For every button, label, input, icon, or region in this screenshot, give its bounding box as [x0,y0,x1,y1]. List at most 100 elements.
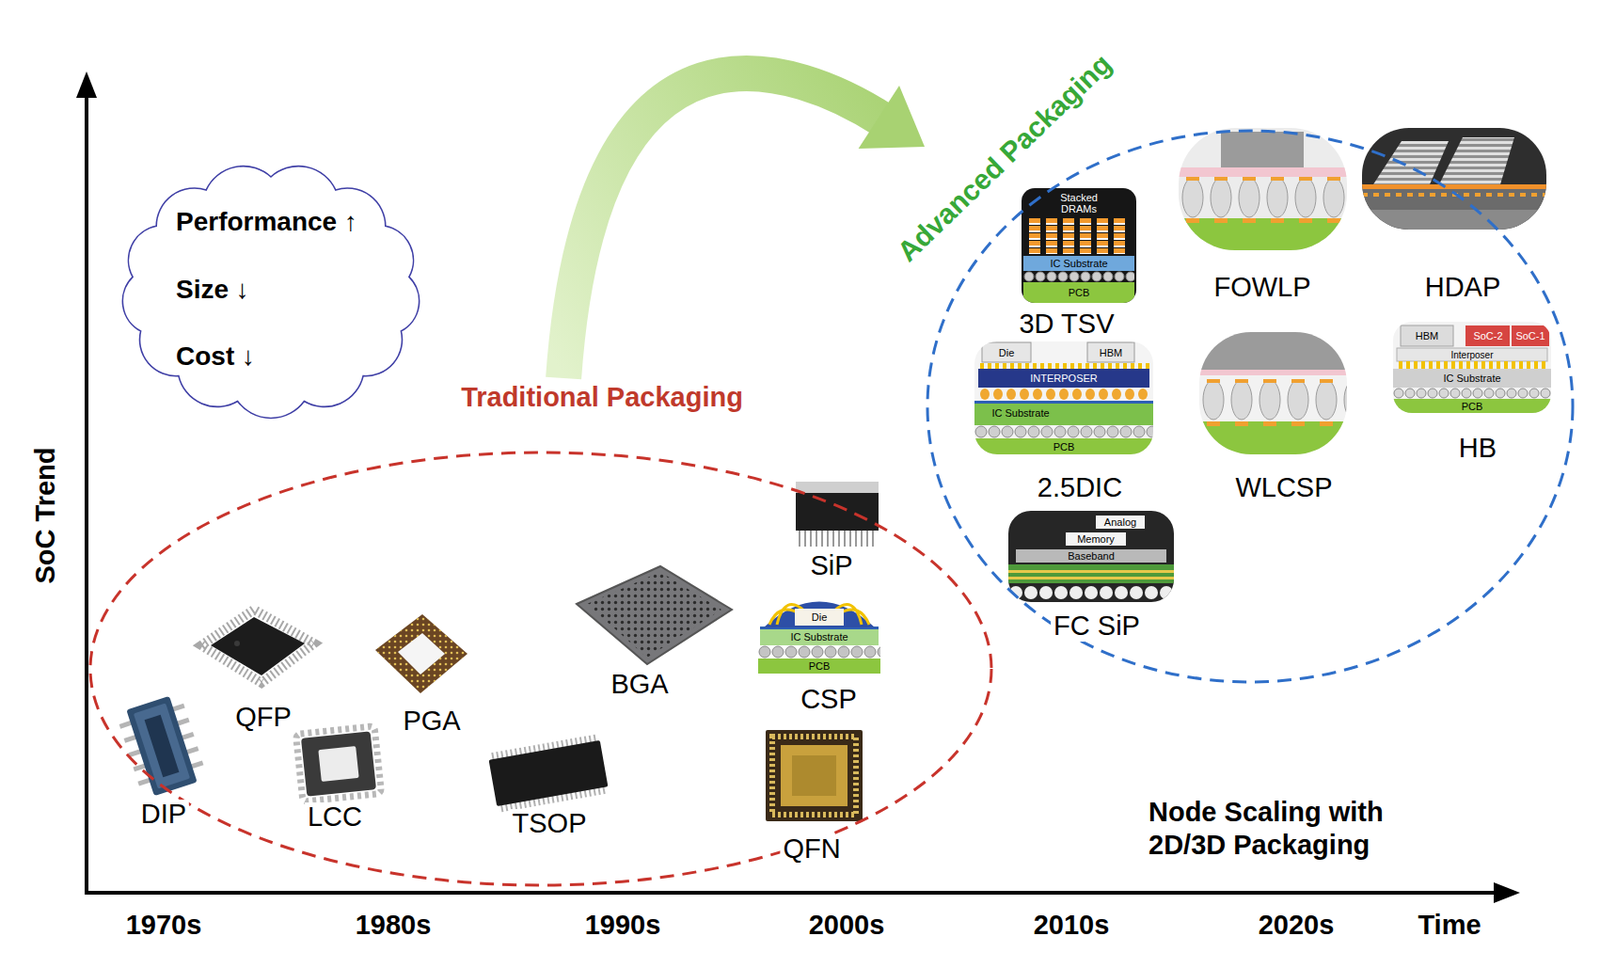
hdap-package-part [1439,137,1515,185]
fowlp-package-part [1178,176,1347,221]
fowlp-package-part [1220,131,1304,168]
pga-package-part [375,614,468,694]
fc-sip-package-part [1008,583,1174,602]
hb-package-part [1396,348,1548,362]
csp-package-part [760,628,879,646]
axis-title: SoC Trend [31,446,62,584]
axes [76,71,1521,903]
wlcsp-package-part [1199,332,1347,455]
axes-part [84,94,89,893]
hdap-package [1362,127,1547,230]
wlcsp-package [1199,332,1347,455]
traditional-region-text: Traditional Packaging [460,381,744,413]
qfp-package-part [210,617,305,676]
pga-package-part [375,614,468,694]
fc-sip-package-part [1015,549,1167,563]
wlcsp-package-part [1199,332,1347,370]
qfn-package-part [772,736,856,815]
goal-cloud-outline [112,158,429,424]
hb-package-part [1393,321,1552,413]
fowlp-package-part [1178,218,1347,223]
dip-package-part [126,696,197,796]
goal-cloud-text: Size ↓ [175,274,250,305]
arrow-head [858,85,925,149]
hb-package-part [1465,325,1510,347]
bga-package [576,566,732,665]
package-name: 3D TSV [1015,309,1117,340]
csp-package [758,601,881,675]
package-name: BGA [607,669,671,700]
sip-package [795,481,879,538]
package-name: LCC [304,802,365,833]
advanced-region-text: Advanced Packaging [890,47,1118,269]
csp-package-part [769,604,870,625]
sip-package-part [795,481,879,493]
part-label: IC Substrate [1442,372,1501,384]
package-name: QFN [779,834,843,865]
fc-sip-package-part [1008,570,1174,573]
hb-package-part [1511,325,1550,347]
region-outline [90,452,992,886]
dip-package-part [144,714,180,777]
lcc-package [295,726,381,802]
tsv-3d-package-part [1023,270,1135,283]
ic-2-5d-package-part [1087,342,1135,363]
tsop-package-part [489,740,609,807]
ic-2-5d-package-part [974,400,1154,404]
pga-package [375,614,468,694]
package-name: FOWLP [1210,272,1314,303]
package-name: HB [1456,433,1500,464]
arrow-body [563,73,886,379]
part-label: PCB [1461,400,1484,412]
hb-package-part [1396,361,1548,369]
goal-cloud-text: Cost ↓ [175,341,255,372]
fowlp-package-part [1178,167,1347,177]
package-name: HDAP [1422,272,1505,303]
pga-package-part [397,633,445,675]
package-name: FC SiP [1050,611,1143,642]
part-label: Stacked DRAMs [1050,191,1108,215]
qfn-package [765,729,863,822]
tsv-3d-package-part [1023,255,1135,271]
ic-2-5d-package-part [982,342,1031,363]
dip-package [115,692,208,800]
csp-package-part [763,601,875,629]
tsv-3d-package [1021,188,1137,303]
axis-tick-label: 2010s [1033,910,1110,941]
csp-package-part [758,645,881,659]
wlcsp-package-part [1199,421,1347,455]
axis-tick-label: 1970s [126,910,203,941]
fc-sip-package-part [1008,564,1174,584]
transition-arrow [563,73,925,379]
fowlp-package-part [1178,127,1347,251]
ic-2-5d-package-part [974,425,1154,439]
hb-package-part [1393,387,1552,399]
part-label: IC Substrate [991,407,1049,419]
package-name: CSP [797,684,860,715]
axis-tick-label: 2000s [808,910,886,941]
package-name: PGA [399,706,463,737]
hdap-package-part [1373,141,1449,185]
fc-sip-package-part [1065,532,1126,546]
hdap-package-part [1362,184,1547,190]
csp-package-part [758,658,881,674]
goal-cloud: Performance ↑Size ↓Cost ↓ [112,158,429,424]
axes-part [76,71,97,98]
axis-title: Time [1417,910,1481,941]
fc-sip-package-part [1008,510,1174,602]
part-label: IC Substrate [790,631,848,643]
fowlp-package [1178,127,1347,251]
qfn-package-part [765,729,863,822]
hb-package-part [1400,325,1454,347]
tsv-3d-package-part [1023,282,1135,303]
region-outline [927,130,1573,682]
part-label: Memory [1077,533,1115,545]
bga-package-part [576,566,732,665]
part-label: PCB [1068,286,1091,299]
package-name: TSOP [509,808,590,840]
part-label: Die [998,347,1015,359]
package-name: 2.5DIC [1034,473,1125,504]
wlcsp-package-part [1199,421,1347,427]
part-label: Baseband [1067,550,1115,562]
